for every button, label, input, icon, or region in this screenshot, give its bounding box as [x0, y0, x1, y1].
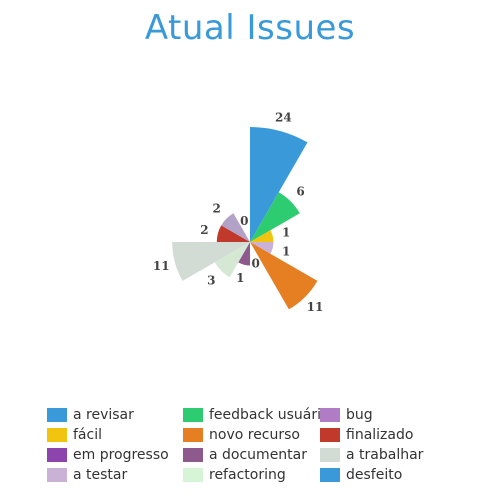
legend-swatch	[183, 448, 203, 462]
legend-label: novo recurso	[209, 427, 300, 443]
data-label-3: 1	[282, 245, 290, 259]
data-label-4: 11	[307, 300, 324, 314]
polar-segment-7[interactable]	[214, 242, 250, 278]
polar-segment-1[interactable]	[250, 192, 300, 242]
legend-item[interactable]: finalizado	[320, 425, 423, 445]
legend-column-1: feedback usuário novo recurso a documentar…	[183, 405, 330, 485]
legend-label: feedback usuário	[209, 407, 330, 423]
polar-segment-6[interactable]	[238, 242, 250, 266]
legend-label: bug	[346, 407, 373, 423]
legend-label: a trabalhar	[346, 447, 424, 463]
data-label-9: 2	[200, 223, 208, 237]
polar-segment-4[interactable]	[250, 242, 318, 310]
data-label-8: 11	[153, 259, 170, 273]
legend-label: em progresso	[73, 447, 169, 463]
data-label-10: 2	[212, 202, 220, 216]
polar-segment-3[interactable]	[250, 242, 274, 254]
polar-segment-2[interactable]	[250, 230, 274, 242]
legend-swatch	[183, 428, 203, 442]
legend-item[interactable]: feedback usuário	[183, 405, 330, 425]
legend-item[interactable]: a documentar	[183, 445, 330, 465]
legend-swatch	[320, 428, 340, 442]
polar-segment-0[interactable]	[250, 127, 308, 242]
legend-item[interactable]: refactoring	[183, 465, 330, 485]
legend-swatch	[320, 468, 340, 482]
legend-column-2: bug finalizado a trabalhar desfeito	[320, 405, 423, 485]
polar-segment-8[interactable]	[172, 242, 250, 281]
legend-item[interactable]: fácil	[47, 425, 169, 445]
legend-swatch	[183, 468, 203, 482]
legend-swatch	[183, 408, 203, 422]
legend-label: refactoring	[209, 467, 286, 483]
legend-item[interactable]: a testar	[47, 465, 169, 485]
legend-swatch	[320, 408, 340, 422]
legend-label: desfeito	[346, 467, 403, 483]
legend-item[interactable]: desfeito	[320, 465, 423, 485]
data-label-0: 24	[275, 110, 292, 124]
legend-swatch	[320, 448, 340, 462]
legend-label: a testar	[73, 467, 128, 483]
data-label-2: 1	[282, 225, 290, 239]
legend-label: fácil	[73, 427, 102, 443]
data-label-7: 3	[207, 274, 215, 288]
legend-swatch	[47, 428, 67, 442]
legend-label: finalizado	[346, 427, 414, 443]
legend-swatch	[47, 408, 67, 422]
legend-label: a revisar	[73, 407, 134, 423]
legend-label: a documentar	[209, 447, 307, 463]
data-label-6: 1	[236, 271, 244, 285]
polar-segment-10[interactable]	[221, 213, 250, 242]
legend-swatch	[47, 448, 67, 462]
legend-item[interactable]: a trabalhar	[320, 445, 423, 465]
data-label-5: 0	[252, 256, 260, 270]
legend-swatch	[47, 468, 67, 482]
chart-title: Atual Issues	[144, 8, 356, 48]
data-label-1: 6	[296, 184, 304, 198]
legend-item[interactable]: a revisar	[47, 405, 169, 425]
data-label-11: 0	[240, 214, 248, 228]
legend-item[interactable]: em progresso	[47, 445, 169, 465]
polar-segment-9[interactable]	[216, 225, 250, 242]
legend-item[interactable]: bug	[320, 405, 423, 425]
legend-item[interactable]: novo recurso	[183, 425, 330, 445]
legend-column-0: a revisar fácil em progresso a testar	[47, 405, 169, 485]
